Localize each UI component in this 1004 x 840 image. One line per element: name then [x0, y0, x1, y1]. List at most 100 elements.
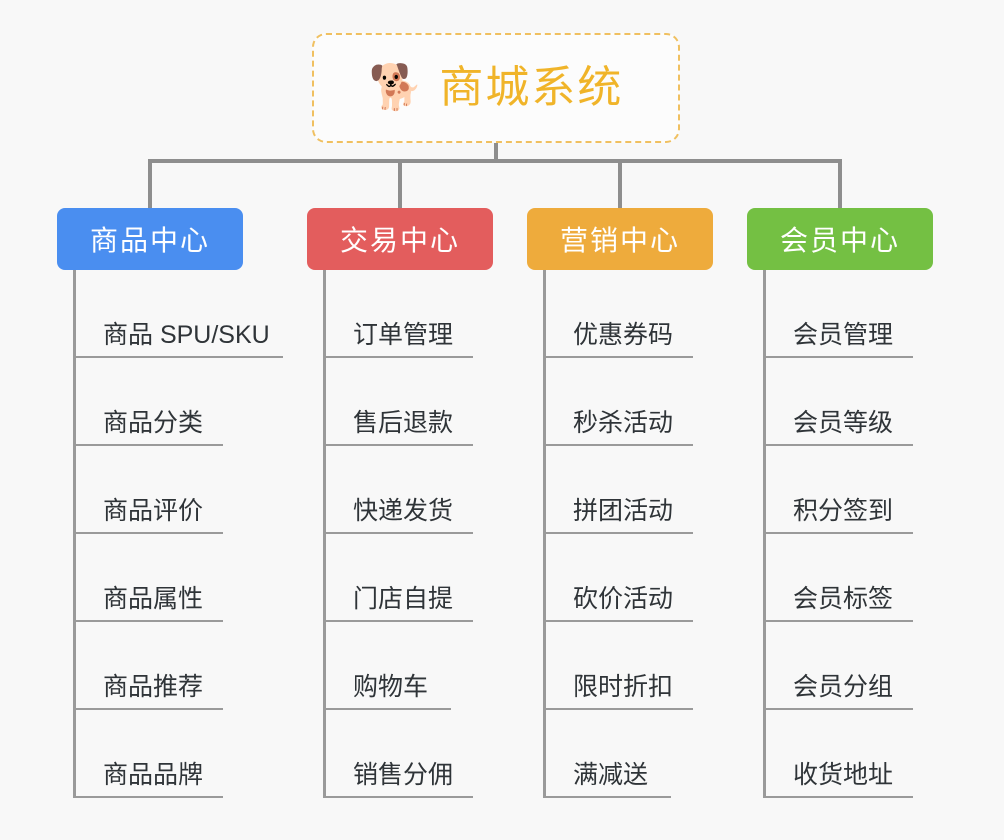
leaf-item[interactable]: 满减送: [527, 710, 713, 798]
leaf-item[interactable]: 会员管理: [747, 270, 933, 358]
leaf-item-label: 会员管理: [793, 321, 894, 349]
leaf-item-label: 拼团活动: [573, 497, 674, 525]
branch-spine-product-center: [73, 270, 76, 798]
leaf-item-underline: [763, 796, 913, 798]
branch-header-label: 交易中心: [339, 225, 460, 256]
leaf-item[interactable]: 商品评价: [57, 446, 243, 534]
branch-header-product-center[interactable]: 商品中心: [57, 208, 243, 270]
leaf-item[interactable]: 会员标签: [747, 534, 933, 622]
leaf-item-underline: [543, 356, 693, 358]
leaf-item-underline: [543, 444, 693, 446]
leaf-item[interactable]: 会员等级: [747, 358, 933, 446]
branch-spine-trade-center: [323, 270, 326, 798]
leaf-item[interactable]: 会员分组: [747, 622, 933, 710]
leaf-item-underline: [543, 620, 693, 622]
branch-header-label: 商品中心: [89, 225, 210, 256]
leaf-item[interactable]: 商品品牌: [57, 710, 243, 798]
leaf-item-label: 满减送: [573, 761, 649, 789]
branch-header-label: 营销中心: [559, 225, 680, 256]
leaf-item[interactable]: 商品分类: [57, 358, 243, 446]
branch-header-member-center[interactable]: 会员中心: [747, 208, 933, 270]
root-node[interactable]: 🐕 商城系统: [312, 33, 680, 143]
branch-header-marketing-center[interactable]: 营销中心: [527, 208, 713, 270]
leaf-list-marketing-center: 优惠券码秒杀活动拼团活动砍价活动限时折扣满减送: [527, 270, 713, 798]
leaf-item-underline: [763, 532, 913, 534]
branch-spine-marketing-center: [543, 270, 546, 798]
leaf-item-underline: [73, 444, 223, 446]
leaf-list-trade-center: 订单管理售后退款快递发货门店自提购物车销售分佣: [307, 270, 493, 798]
leaf-item-label: 砍价活动: [573, 585, 674, 613]
leaf-item-underline: [73, 796, 223, 798]
leaf-item-label: 快递发货: [353, 497, 454, 525]
connector-drop-product-center: [148, 159, 152, 208]
leaf-item-label: 售后退款: [353, 409, 454, 437]
leaf-item[interactable]: 收货地址: [747, 710, 933, 798]
leaf-item-underline: [323, 444, 473, 446]
leaf-item[interactable]: 优惠券码: [527, 270, 713, 358]
leaf-item-underline: [73, 708, 223, 710]
leaf-list-member-center: 会员管理会员等级积分签到会员标签会员分组收货地址: [747, 270, 933, 798]
leaf-item-label: 商品分类: [103, 409, 204, 437]
leaf-item-label: 秒杀活动: [573, 409, 674, 437]
connector-horizontal-bus: [149, 159, 840, 163]
leaf-item-label: 商品评价: [103, 497, 204, 525]
leaf-item[interactable]: 商品推荐: [57, 622, 243, 710]
leaf-item-label: 会员等级: [793, 409, 894, 437]
leaf-item-underline: [763, 620, 913, 622]
connector-drop-trade-center: [398, 159, 402, 208]
leaf-item-underline: [763, 444, 913, 446]
leaf-item-label: 门店自提: [353, 585, 454, 613]
leaf-list-product-center: 商品 SPU/SKU 商品分类商品评价商品属性商品推荐商品品牌: [57, 270, 283, 798]
leaf-item-underline: [323, 708, 451, 710]
leaf-item-label: 商品推荐: [103, 673, 204, 701]
leaf-item-underline: [763, 708, 913, 710]
branch-product-center: 商品中心商品 SPU/SKU 商品分类商品评价商品属性商品推荐商品品牌: [57, 208, 283, 798]
leaf-item-label: 购物车: [353, 673, 429, 701]
connector-root-stem: [494, 143, 498, 163]
leaf-item-underline: [763, 356, 913, 358]
leaf-item-underline: [323, 620, 473, 622]
leaf-item[interactable]: 拼团活动: [527, 446, 713, 534]
leaf-item[interactable]: 砍价活动: [527, 534, 713, 622]
leaf-item[interactable]: 秒杀活动: [527, 358, 713, 446]
connector-drop-marketing-center: [618, 159, 622, 208]
leaf-item[interactable]: 限时折扣: [527, 622, 713, 710]
leaf-item-underline: [543, 532, 693, 534]
leaf-item-underline: [543, 708, 693, 710]
leaf-item-label: 会员分组: [793, 673, 894, 701]
leaf-item-label: 商品品牌: [103, 761, 204, 789]
leaf-item-underline: [73, 532, 223, 534]
leaf-item-underline: [323, 796, 473, 798]
connector-drop-member-center: [838, 159, 842, 208]
leaf-item-underline: [73, 356, 283, 358]
leaf-item-label: 会员标签: [793, 585, 894, 613]
branch-header-label: 会员中心: [779, 225, 900, 256]
shiba-dog-face-icon: 🐕: [368, 63, 424, 112]
leaf-item-label: 收货地址: [793, 761, 894, 789]
branch-header-trade-center[interactable]: 交易中心: [307, 208, 493, 270]
leaf-item[interactable]: 订单管理: [307, 270, 493, 358]
branch-spine-member-center: [763, 270, 766, 798]
leaf-item[interactable]: 积分签到: [747, 446, 933, 534]
leaf-item[interactable]: 快递发货: [307, 446, 493, 534]
leaf-item-underline: [323, 532, 473, 534]
leaf-item[interactable]: 售后退款: [307, 358, 493, 446]
leaf-item-underline: [323, 356, 473, 358]
leaf-item-label: 商品 SPU/SKU: [103, 321, 270, 349]
leaf-item[interactable]: 商品 SPU/SKU: [57, 270, 283, 358]
branch-member-center: 会员中心会员管理会员等级积分签到会员标签会员分组收货地址: [747, 208, 933, 798]
leaf-item-label: 优惠券码: [573, 321, 674, 349]
leaf-item-label: 限时折扣: [573, 673, 674, 701]
leaf-item-label: 销售分佣: [353, 761, 454, 789]
leaf-item-underline: [73, 620, 223, 622]
branch-trade-center: 交易中心订单管理售后退款快递发货门店自提购物车销售分佣: [307, 208, 493, 798]
leaf-item-label: 订单管理: [353, 321, 454, 349]
leaf-item[interactable]: 商品属性: [57, 534, 243, 622]
leaf-item[interactable]: 门店自提: [307, 534, 493, 622]
leaf-item[interactable]: 销售分佣: [307, 710, 493, 798]
branch-marketing-center: 营销中心优惠券码秒杀活动拼团活动砍价活动限时折扣满减送: [527, 208, 713, 798]
leaf-item[interactable]: 购物车: [307, 622, 493, 710]
leaf-item-label: 商品属性: [103, 585, 204, 613]
leaf-item-underline: [543, 796, 671, 798]
